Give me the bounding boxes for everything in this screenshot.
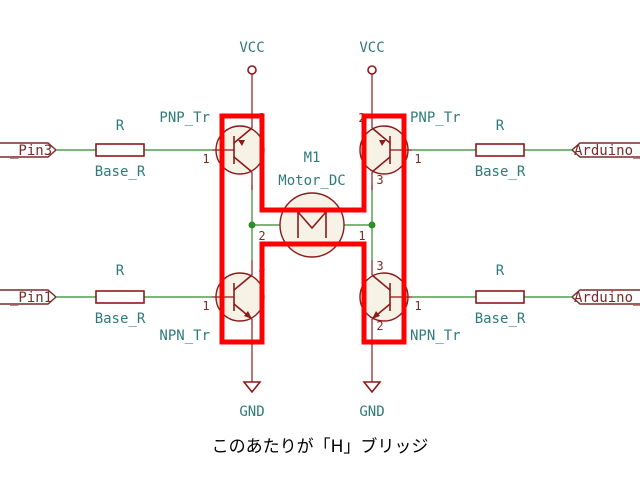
svg-text:R: R [116, 263, 125, 279]
svg-text:1: 1 [358, 229, 365, 243]
caption-text: このあたりが「H」ブリッジ [212, 436, 429, 457]
svg-text:PNP_Tr: PNP_Tr [410, 110, 461, 126]
global-label-right-bottom: Arduino_ [570, 289, 640, 306]
wires [56, 149, 572, 298]
svg-text:Arduino_: Arduino_ [574, 290, 640, 306]
svg-text:_Pin1: _Pin1 [10, 290, 52, 306]
resistor-bottom-left: R Base_R [95, 263, 146, 327]
h-bridge-highlight [219, 113, 407, 345]
svg-text:3: 3 [376, 259, 383, 273]
svg-text:2: 2 [376, 319, 383, 333]
svg-text:M1: M1 [304, 150, 321, 166]
resistor-bottom-right: R Base_R [475, 263, 526, 327]
svg-text:Motor_DC: Motor_DC [278, 173, 345, 189]
svg-text:Base_R: Base_R [95, 311, 146, 327]
vcc-right-symbol: VCC [359, 40, 385, 110]
vcc-left-symbol: VCC [239, 40, 265, 110]
svg-text:NPN_Tr: NPN_Tr [159, 328, 210, 344]
transistor-top-right: PNP_Tr 1 2 3 [358, 110, 461, 190]
vcc-right-label: VCC [359, 40, 384, 56]
svg-text:2: 2 [258, 229, 265, 243]
svg-text:3: 3 [376, 173, 383, 187]
svg-text:R: R [496, 118, 505, 134]
gnd-right-label: GND [359, 404, 384, 420]
svg-text:Base_R: Base_R [95, 164, 146, 180]
svg-text:1: 1 [202, 299, 209, 313]
svg-text:1: 1 [414, 299, 421, 313]
svg-text:_Pin3: _Pin3 [10, 143, 52, 159]
resistor-top-right: R Base_R [475, 118, 526, 180]
global-label-left-top: _Pin3 [0, 142, 58, 159]
gnd-left-label: GND [239, 404, 264, 420]
gnd-right-symbol: GND [359, 340, 385, 420]
gnd-left-symbol: GND [239, 340, 265, 420]
svg-text:PNP_Tr: PNP_Tr [159, 110, 210, 126]
svg-text:Base_R: Base_R [475, 311, 526, 327]
svg-text:R: R [116, 118, 125, 134]
svg-text:1: 1 [202, 152, 209, 166]
svg-text:Base_R: Base_R [475, 164, 526, 180]
svg-text:NPN_Tr: NPN_Tr [410, 328, 461, 344]
vcc-left-label: VCC [239, 40, 264, 56]
junction-dot-right [368, 221, 376, 229]
junction-dot-left [248, 221, 256, 229]
transistor-bottom-right: NPN_Tr 1 3 2 [359, 259, 461, 344]
motor-m1: M1 Motor_DC 2 1 [258, 150, 366, 258]
transistor-bottom-left: NPN_Tr 1 3 [159, 260, 266, 344]
global-label-right-top: Arduino_ [570, 142, 640, 159]
global-label-left-bottom: _Pin1 [0, 289, 58, 306]
svg-text:1: 1 [414, 152, 421, 166]
resistor-top-left: R Base_R [95, 118, 146, 180]
svg-text:R: R [496, 263, 505, 279]
svg-text:Arduino_: Arduino_ [574, 143, 640, 159]
